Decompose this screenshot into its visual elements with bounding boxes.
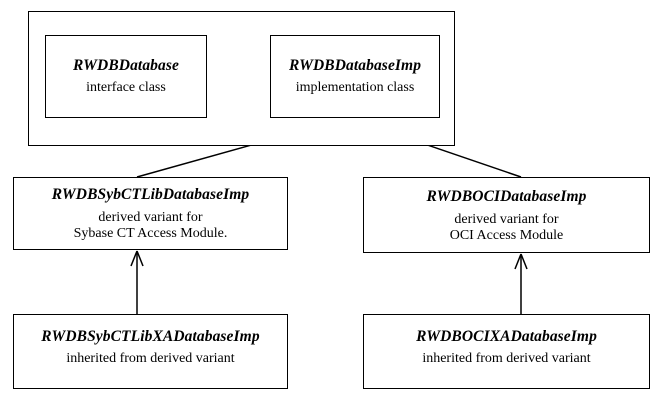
- class-subtitle-rwdbsybctlibdatabaseimp-line1: derived variant for: [98, 210, 203, 226]
- class-title-rwdbsybctlibdatabaseimp: RWDBSybCTLibDatabaseImp: [51, 186, 250, 204]
- class-box-rwdbsybctlibxadatabaseimp[interactable]: RWDBSybCTLibXADatabaseImp inherited from…: [13, 314, 288, 389]
- class-title-rwdbdatabase: RWDBDatabase: [73, 57, 179, 74]
- class-subtitle-rwdbocidatabaseimp-line1: derived variant for: [454, 211, 559, 227]
- class-title-rwdbocidatabaseimp: RWDBOCIDatabaseImp: [426, 187, 587, 205]
- class-box-rwdbsybctlibdatabaseimp[interactable]: RWDBSybCTLibDatabaseImp derived variant …: [13, 177, 288, 250]
- inheritance-ocixa-arrow-left: [514, 253, 522, 270]
- class-subtitle-rwdbdatabase: interface class: [86, 79, 166, 95]
- class-box-rwdbocixadatabaseimp[interactable]: RWDBOCIXADatabaseImp inherited from deri…: [363, 314, 650, 389]
- class-box-rwdbdatabaseimp[interactable]: RWDBDatabaseImp implementation class: [270, 35, 440, 118]
- class-title-rwdbsybctlibxadatabaseimp: RWDBSybCTLibXADatabaseImp: [41, 327, 260, 345]
- inheritance-sybctlibxa-arrow-right: [136, 250, 144, 267]
- inheritance-sybctlibxa-arrow-left: [130, 250, 138, 267]
- inheritance-ocixa-arrow-right: [520, 253, 528, 270]
- inheritance-sybctlibxa: [130, 250, 144, 314]
- inheritance-ocixa: [514, 253, 528, 314]
- class-subtitle-rwdbocixadatabaseimp: inherited from derived variant: [422, 351, 591, 367]
- class-subtitle-rwdbocidatabaseimp-line2: OCI Access Module: [449, 227, 564, 243]
- class-subtitle-rwdbsybctlibxadatabaseimp: inherited from derived variant: [66, 351, 235, 367]
- class-subtitle-rwdbsybctlibdatabaseimp-line2: Sybase CT Access Module.: [73, 226, 228, 242]
- class-box-rwdbdatabase[interactable]: RWDBDatabase interface class: [45, 35, 207, 118]
- class-title-rwdbdatabaseimp: RWDBDatabaseImp: [288, 57, 422, 74]
- class-title-rwdbocixadatabaseimp: RWDBOCIXADatabaseImp: [416, 327, 597, 345]
- class-subtitle-rwdbdatabaseimp: implementation class: [295, 79, 415, 95]
- class-box-rwdbocidatabaseimp[interactable]: RWDBOCIDatabaseImp derived variant for O…: [363, 177, 650, 253]
